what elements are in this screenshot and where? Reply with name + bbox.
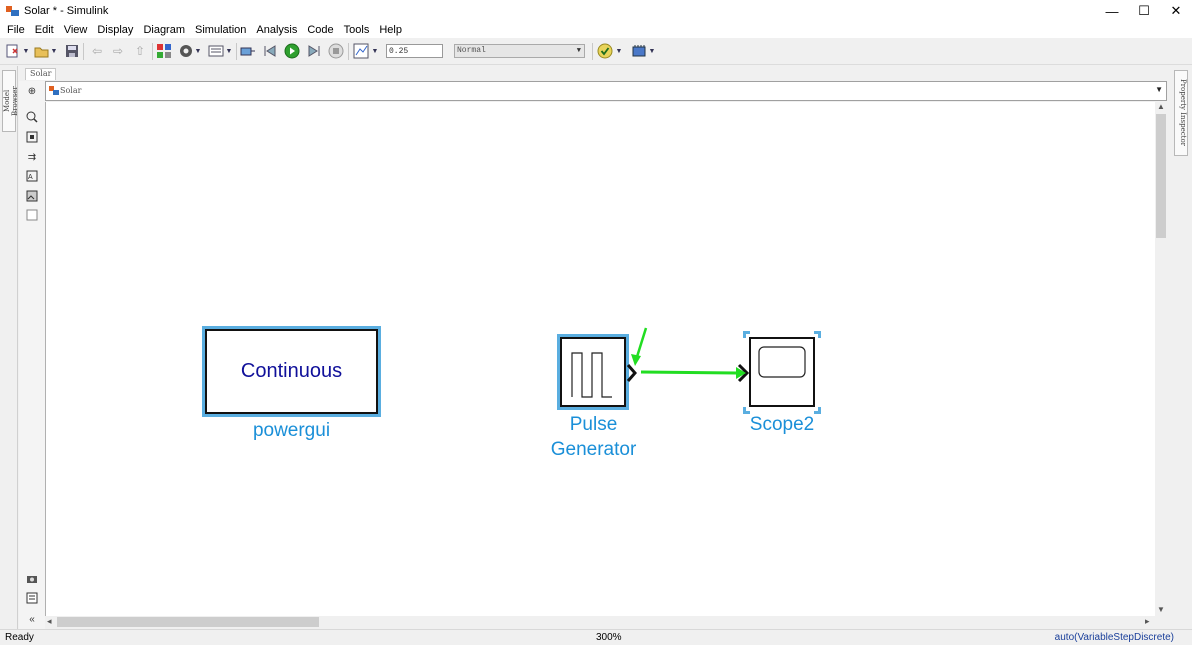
selection-handle[interactable] <box>814 331 821 338</box>
image-icon[interactable] <box>25 189 39 203</box>
vertical-scroll-thumb[interactable] <box>1156 114 1166 238</box>
maximize-button[interactable]: ☐ <box>1138 3 1150 18</box>
selection-handle[interactable] <box>743 407 750 414</box>
screenshot-camera-icon[interactable] <box>25 572 39 586</box>
minimize-button[interactable]: — <box>1105 3 1119 19</box>
scroll-left-icon[interactable]: ◂ <box>47 616 52 626</box>
annotation-icon[interactable]: A <box>25 169 39 183</box>
inspector-dropdown-icon[interactable]: ▼ <box>371 47 379 55</box>
svg-text:A: A <box>28 174 33 181</box>
breadcrumb[interactable]: Solar <box>60 86 82 95</box>
menu-code[interactable]: Code <box>307 24 334 36</box>
status-bar: Ready 300% auto(VariableStepDiscrete) <box>0 629 1192 645</box>
solver-link[interactable]: auto(VariableStepDiscrete) <box>1054 632 1174 643</box>
save-icon[interactable] <box>64 43 80 59</box>
menu-simulation[interactable]: Simulation <box>195 24 247 36</box>
cursor-arrow-icon <box>631 354 641 366</box>
title-bar: Solar * - Simulink — ☐ ✕ <box>0 0 1192 22</box>
menu-help[interactable]: Help <box>379 24 402 36</box>
breadcrumb-bar[interactable]: Solar ▼ <box>45 81 1167 101</box>
model-icon <box>49 86 59 95</box>
property-inspector-tab[interactable]: Property Inspector <box>1174 70 1188 156</box>
model-explorer-icon[interactable] <box>208 43 224 59</box>
horizontal-scrollbar[interactable]: ◂ ▸ <box>45 616 1155 628</box>
build-model-icon[interactable] <box>240 43 256 59</box>
scroll-right-icon[interactable]: ▸ <box>1145 616 1150 626</box>
model-settings-gear-icon[interactable] <box>178 43 194 59</box>
chevron-down-icon[interactable]: ▼ <box>1155 85 1163 94</box>
step-back-icon[interactable] <box>262 43 278 59</box>
simulink-logo-icon <box>6 4 20 18</box>
forward-arrow-icon[interactable]: ⇨ <box>112 44 124 58</box>
fit-to-view-icon[interactable] <box>25 130 39 144</box>
area-icon[interactable] <box>25 208 39 222</box>
collapse-double-chevron-icon[interactable]: « <box>29 613 35 625</box>
diagram-canvas[interactable]: Continuous powergui Pulse Generator Scop… <box>45 102 1155 616</box>
menu-bar: File Edit View Display Diagram Simulatio… <box>0 22 1192 38</box>
model-advisor-check-icon[interactable] <box>597 43 613 59</box>
menu-tools[interactable]: Tools <box>343 24 370 36</box>
open-dropdown-icon[interactable]: ▼ <box>50 47 58 55</box>
signal-arrowhead-icon <box>736 367 746 379</box>
menu-diagram[interactable]: Diagram <box>143 24 186 36</box>
chevron-down-icon: ▼ <box>576 47 581 55</box>
scroll-up-icon[interactable]: ▲ <box>1157 102 1165 111</box>
stop-icon[interactable] <box>328 43 344 59</box>
scope-label[interactable]: Scope2 <box>749 414 815 435</box>
menu-display[interactable]: Display <box>97 24 134 36</box>
menu-edit[interactable]: Edit <box>34 24 54 36</box>
library-browser-icon[interactable] <box>156 43 172 59</box>
selection-handle[interactable] <box>814 407 821 414</box>
scope-screen-icon <box>758 346 806 378</box>
signal-cursor-line <box>634 327 648 361</box>
advisor-dropdown-icon[interactable]: ▼ <box>615 47 623 55</box>
output-port-icon <box>626 364 637 382</box>
hardware-dropdown-icon[interactable]: ▼ <box>648 47 656 55</box>
powergui-label[interactable]: powergui <box>252 420 331 441</box>
pulse-generator-block[interactable] <box>560 337 626 407</box>
data-inspector-icon[interactable] <box>353 43 369 59</box>
menu-view[interactable]: View <box>63 24 88 36</box>
arrows-icon[interactable]: ⇉ <box>27 151 37 163</box>
horizontal-scroll-thumb[interactable] <box>57 617 319 627</box>
model-tab[interactable]: Solar <box>25 68 56 80</box>
model-data-icon[interactable] <box>25 591 39 605</box>
settings-dropdown-icon[interactable]: ▼ <box>194 47 202 55</box>
window-title: Solar * - Simulink <box>24 5 109 17</box>
step-forward-icon[interactable] <box>306 43 322 59</box>
selection-handle[interactable] <box>743 331 750 338</box>
new-dropdown-icon[interactable]: ▼ <box>22 47 30 55</box>
simulation-mode-select[interactable]: Normal ▼ <box>454 44 585 58</box>
status-text: Ready <box>5 632 34 643</box>
input-port-icon <box>737 363 750 383</box>
left-panel-strip <box>0 66 18 629</box>
simulation-mode-value: Normal <box>457 46 486 55</box>
pulse-wave-icon <box>571 352 612 398</box>
back-arrow-icon[interactable]: ⇦ <box>91 44 103 58</box>
explorer-dropdown-icon[interactable]: ▼ <box>225 47 233 55</box>
signal-line <box>640 370 737 375</box>
right-panel-strip <box>1171 66 1192 629</box>
model-browser-tab[interactable]: Model Browser <box>2 70 19 132</box>
tool-palette: ⊕ ⇉ A « <box>19 81 45 629</box>
scroll-down-icon[interactable]: ▼ <box>1157 605 1165 614</box>
powergui-block-text: Continuous <box>240 360 343 382</box>
zoom-level: 300% <box>596 632 622 643</box>
zoom-icon[interactable] <box>25 110 39 124</box>
up-arrow-icon[interactable]: ⇧ <box>134 44 146 58</box>
scope-block[interactable] <box>749 337 815 407</box>
toolbar: ▼ ▼ ⇦ ⇨ ⇧ ▼ ▼ ▼ ▼ ▼ <box>0 38 1192 65</box>
menu-file[interactable]: File <box>7 24 25 36</box>
stop-time-input[interactable] <box>386 44 443 58</box>
run-play-icon[interactable] <box>284 43 300 59</box>
hardware-board-icon[interactable] <box>631 43 647 59</box>
open-folder-icon[interactable] <box>34 43 50 59</box>
new-model-icon[interactable] <box>5 43 21 59</box>
hide-browser-icon[interactable]: ⊕ <box>27 85 37 97</box>
vertical-scrollbar[interactable]: ▲ ▼ <box>1155 102 1167 616</box>
pulse-generator-label[interactable]: Pulse Generator <box>550 414 637 460</box>
menu-analysis[interactable]: Analysis <box>256 24 298 36</box>
close-button[interactable]: ✕ <box>1170 3 1182 18</box>
powergui-block[interactable]: Continuous <box>205 329 378 414</box>
